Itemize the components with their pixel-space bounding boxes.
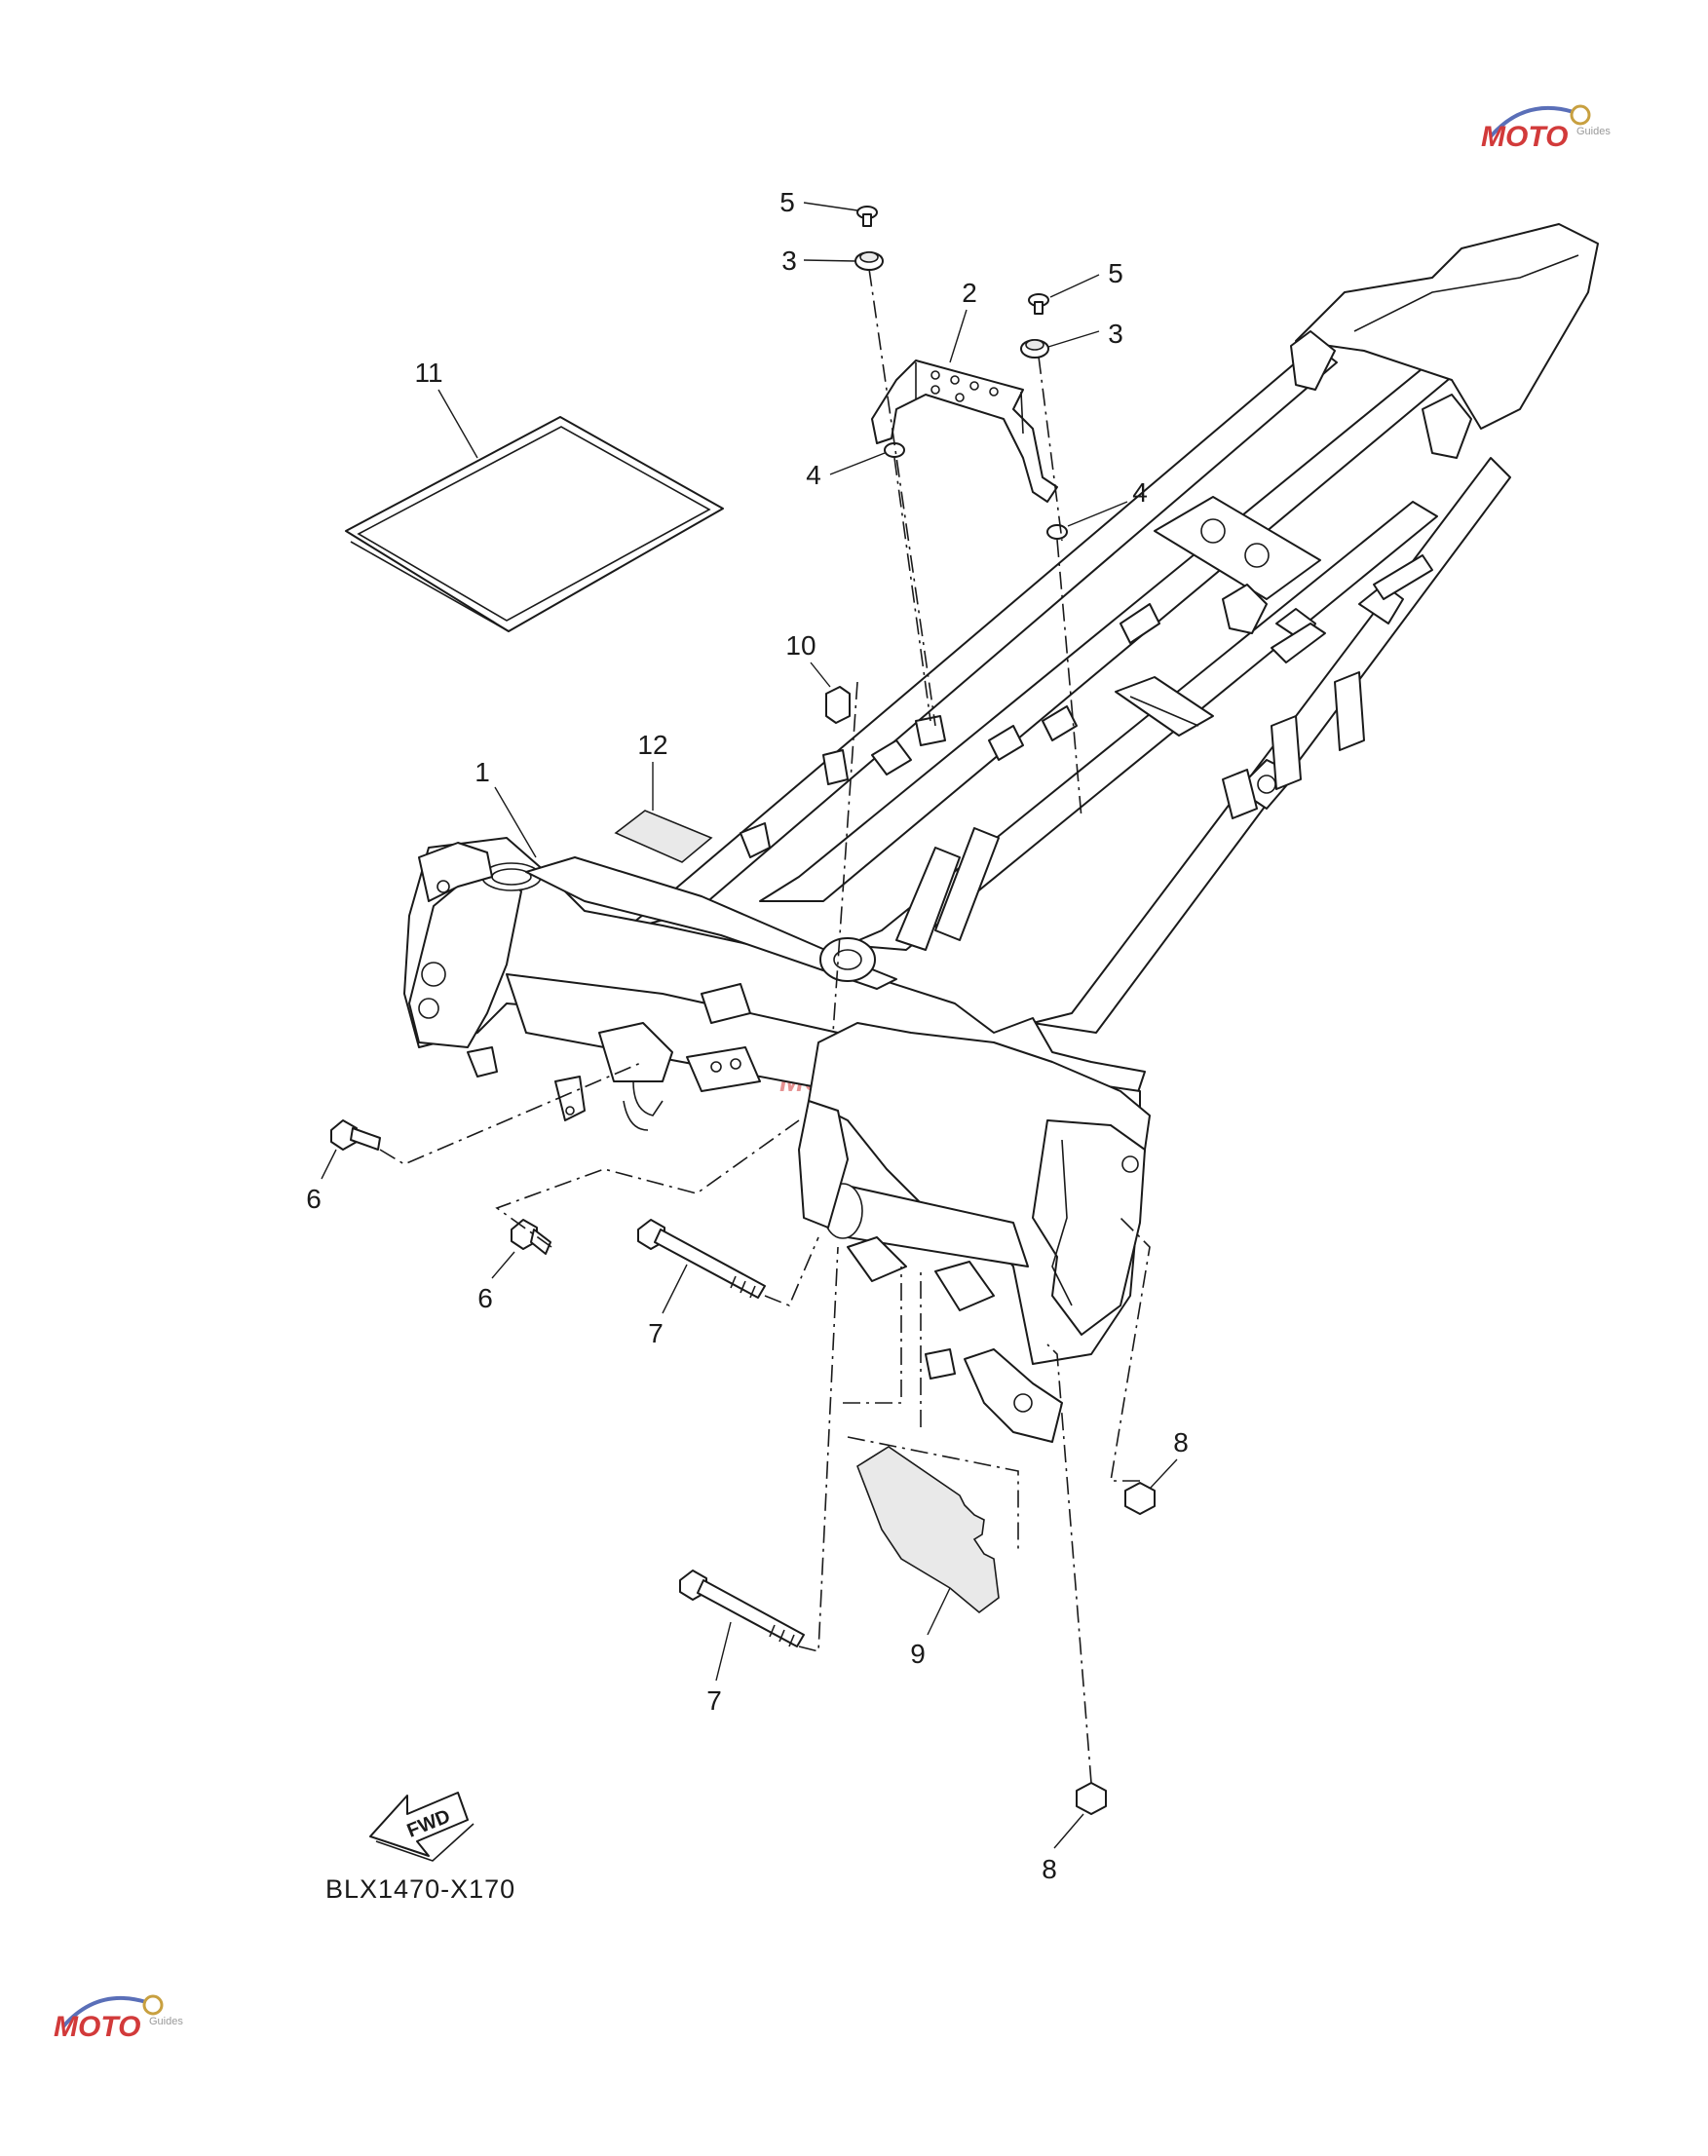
long-bolt-part-7-upper bbox=[637, 1219, 766, 1299]
damper-part-3-left bbox=[854, 251, 884, 271]
callout-8a: 8 bbox=[1173, 1427, 1189, 1457]
callout-6a: 6 bbox=[306, 1184, 322, 1214]
assembly-lines bbox=[379, 268, 1151, 1784]
rear-subframe bbox=[623, 223, 1599, 1034]
callout-6b: 6 bbox=[477, 1283, 493, 1313]
label-part-12 bbox=[614, 810, 713, 863]
callout-3a: 3 bbox=[781, 246, 797, 276]
callout-4a: 4 bbox=[806, 460, 821, 490]
callout-5a: 5 bbox=[779, 187, 795, 217]
bracket-part-2 bbox=[871, 359, 1058, 503]
leader-lines bbox=[321, 202, 1178, 1849]
callout-7a: 7 bbox=[648, 1318, 664, 1348]
nut-part-8-upper bbox=[1124, 1482, 1156, 1515]
damper-part-3-right bbox=[1020, 339, 1049, 359]
callout-8b: 8 bbox=[1042, 1854, 1057, 1884]
cover-plate-part-9 bbox=[856, 1446, 1000, 1614]
bolt-part-6-left bbox=[330, 1119, 381, 1151]
bolt-part-6-right bbox=[511, 1219, 551, 1255]
svg-text:MOTO: MOTO bbox=[54, 2011, 140, 2043]
callout-labels: 1 2 3 3 4 4 5 5 6 6 7 7 8 8 9 10 11 12 bbox=[306, 187, 1189, 1884]
callout-5b: 5 bbox=[1108, 258, 1123, 288]
callout-2: 2 bbox=[962, 278, 977, 308]
pivot-section bbox=[798, 827, 1151, 1443]
sheet-part-11 bbox=[345, 416, 724, 632]
callout-3b: 3 bbox=[1108, 319, 1123, 349]
callout-1: 1 bbox=[474, 757, 490, 787]
svg-text:Guides: Guides bbox=[1576, 126, 1611, 137]
svg-text:Guides: Guides bbox=[149, 2016, 183, 2027]
moto-guides-logo-icon: MOTO Guides bbox=[1481, 104, 1611, 153]
svg-text:MOTO: MOTO bbox=[1481, 121, 1568, 153]
bolt-part-5-left bbox=[856, 206, 878, 227]
bolt-part-5-right bbox=[1028, 293, 1049, 315]
callout-7b: 7 bbox=[706, 1685, 722, 1716]
callout-12: 12 bbox=[637, 730, 667, 760]
fwd-arrow-icon: FWD bbox=[369, 1792, 474, 1862]
callout-11: 11 bbox=[414, 358, 442, 388]
callout-9: 9 bbox=[910, 1639, 926, 1669]
collar-part-4-right bbox=[1046, 524, 1068, 540]
clip-part-10 bbox=[825, 686, 851, 724]
callout-10: 10 bbox=[785, 630, 816, 661]
drawing-code: BLX1470-X170 bbox=[325, 1874, 515, 1904]
long-bolt-part-7-lower bbox=[679, 1570, 805, 1647]
moto-guides-logo-icon: MOTO Guides bbox=[54, 1994, 183, 2043]
nut-part-8-lower bbox=[1076, 1782, 1107, 1815]
callout-4b: 4 bbox=[1132, 477, 1148, 508]
